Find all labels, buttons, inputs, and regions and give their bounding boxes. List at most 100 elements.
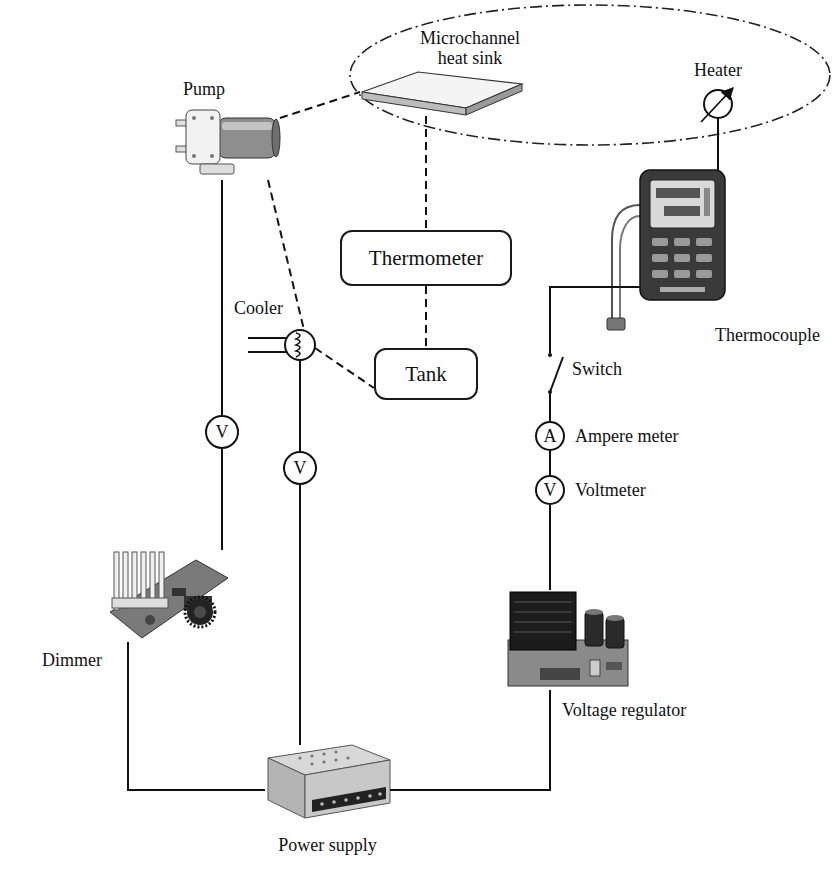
- voltage-regulator-picture-part: [514, 602, 572, 603]
- wire: [390, 690, 550, 790]
- switch-symbol-part: [548, 390, 552, 394]
- process-box: Tank: [374, 348, 478, 400]
- power-supply-picture-part: [322, 752, 325, 755]
- part-label: Dimmer: [42, 650, 112, 670]
- dimmer-picture-part: [159, 552, 164, 600]
- part-label: Thermocouple: [715, 325, 833, 345]
- pump-picture-part: [210, 154, 214, 158]
- node-text: Thermometer: [369, 246, 483, 271]
- dimmer-picture: Dimmer: [108, 550, 228, 642]
- cooler-symbol: Cooler: [285, 330, 315, 360]
- power-supply-picture-part: [312, 787, 386, 812]
- cooler-symbol-part: [285, 330, 315, 360]
- power-supply-picture-part: [334, 758, 337, 761]
- pump-picture: Pump: [175, 105, 280, 180]
- power-supply-picture-part: [268, 758, 305, 818]
- power-supply-picture-part: [305, 760, 390, 818]
- dimmer-picture-part: [141, 552, 146, 604]
- part-label: Voltage regulator: [562, 700, 722, 720]
- heat-sink-plate-part: [362, 92, 466, 115]
- thermocouple-picture: Thermocouple: [640, 170, 725, 300]
- node-text: Tank: [405, 362, 447, 387]
- power-supply-picture-part: [332, 800, 336, 804]
- dimmer-picture-part: [172, 588, 186, 596]
- meter-circle: [536, 422, 564, 450]
- voltage-regulator-picture-part: [590, 660, 600, 676]
- thermocouple-picture-part: [640, 170, 725, 300]
- power-supply-picture-part: [346, 756, 349, 759]
- thermocouple-picture-part: [652, 238, 668, 246]
- coolant-pipe: [425, 116, 427, 230]
- voltmeter-symbol: V: [283, 451, 317, 485]
- thermocouple-picture-part: [620, 216, 640, 320]
- power-supply-picture-part: [322, 760, 325, 763]
- wire: [221, 449, 223, 550]
- switch-symbol-part: [549, 345, 551, 353]
- thermocouple-picture-part: [696, 238, 712, 246]
- dimmer-picture: [110, 552, 228, 638]
- part-label: Pump: [183, 79, 243, 99]
- part-label: Switch: [572, 359, 642, 379]
- thermocouple-picture-part: [696, 270, 712, 278]
- pump-picture-part: [272, 119, 280, 157]
- voltage-regulator-picture-part: [606, 662, 622, 670]
- dimmer-picture-part: [112, 598, 168, 608]
- coolant-pipe: [315, 348, 374, 388]
- heater-symbol: [701, 88, 733, 122]
- pump-picture-part: [222, 122, 272, 130]
- voltage-regulator-picture-part: [510, 592, 576, 650]
- process-box: Thermometer: [340, 230, 512, 286]
- dimmer-picture-part: [187, 599, 213, 625]
- connector-group: [128, 92, 718, 790]
- thermocouple-picture-part: [652, 254, 668, 262]
- meter-circle: [536, 476, 564, 504]
- power-supply-picture-part: [378, 792, 382, 796]
- pump-picture-part: [218, 118, 276, 158]
- node-text: V: [294, 458, 307, 478]
- voltage-regulator-picture-part: [606, 618, 624, 648]
- cooler-symbol: [248, 330, 315, 360]
- voltage-regulator-picture-part: [514, 632, 572, 633]
- power-supply-picture-part: [368, 794, 372, 798]
- voltage-regulator-picture-part: [585, 612, 603, 646]
- dimmer-picture-part: [194, 606, 206, 618]
- meter-circle: [284, 452, 316, 484]
- voltage-regulator-picture: Voltage regulator: [505, 590, 630, 690]
- thermocouple-picture-part: [674, 270, 690, 278]
- wire: [549, 505, 551, 590]
- thermocouple-picture-part: [612, 205, 640, 320]
- dimmer-picture-part: [185, 597, 215, 627]
- part-label: Power supply: [255, 835, 400, 855]
- part-label: Ampere meter: [575, 426, 705, 446]
- heater-symbol: Heater: [704, 90, 732, 118]
- switch-symbol: Switch: [538, 345, 564, 395]
- power-supply-picture-part: [298, 756, 301, 759]
- wire: [221, 180, 223, 415]
- thermocouple-picture-part: [652, 270, 668, 278]
- power-supply-picture-part: [310, 754, 313, 757]
- pump-picture-part: [210, 116, 214, 120]
- meter-circle: [206, 416, 238, 448]
- power-supply-picture-part: [356, 796, 360, 800]
- part-label: Voltmeter: [575, 480, 685, 500]
- power-supply-picture-part: [344, 798, 348, 802]
- heater-symbol-part: [701, 88, 733, 122]
- voltage-regulator-picture-part: [514, 622, 572, 623]
- voltage-regulator-picture-part: [606, 615, 624, 621]
- dimmer-picture-part: [150, 552, 155, 602]
- wire: [299, 360, 301, 451]
- switch-symbol-part: [550, 357, 563, 392]
- voltmeter-symbol: V: [205, 415, 239, 449]
- wire: [299, 485, 301, 745]
- power-supply-picture: Power supply: [265, 745, 390, 820]
- ammeter-symbol: AAmpere meter: [535, 421, 565, 451]
- switch-symbol: [548, 345, 563, 395]
- coolant-pipe: [280, 92, 360, 118]
- wire: [128, 642, 265, 790]
- voltage-regulator-picture-part: [540, 668, 580, 680]
- thermocouple-picture-part: [674, 254, 690, 262]
- node-text: V: [544, 480, 557, 500]
- thermocouple-picture: [607, 170, 725, 330]
